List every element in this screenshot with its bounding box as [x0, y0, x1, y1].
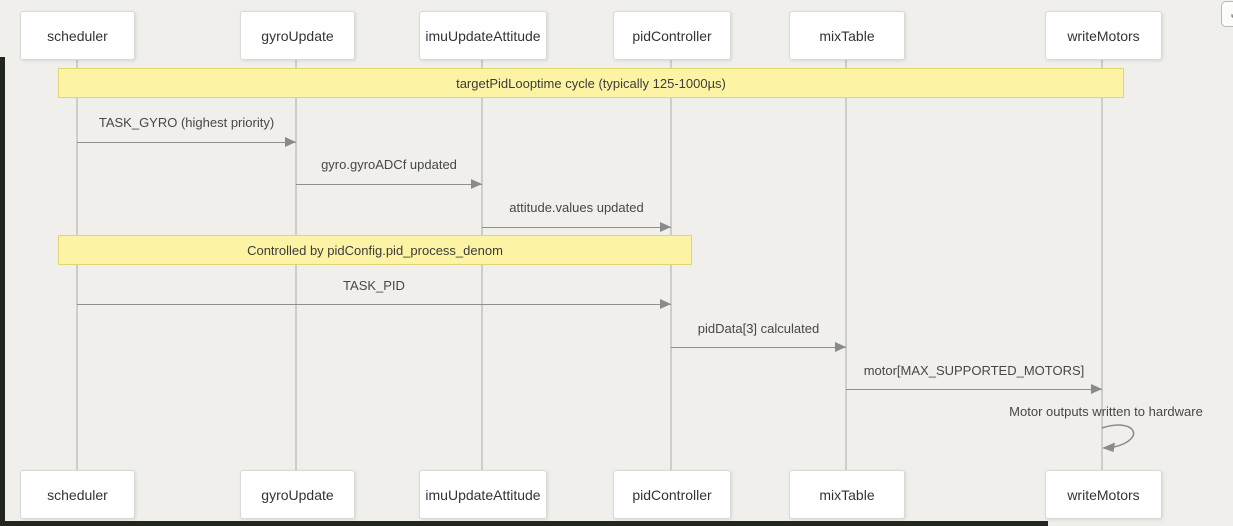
actor-imuupdateattitude-bottom: imuUpdateAttitude [419, 470, 547, 519]
arrowhead-icon [660, 222, 671, 232]
actor-mixtable-top: mixTable [789, 11, 905, 60]
actor-label: pidController [632, 486, 712, 503]
arrow-task-gyro [77, 137, 296, 147]
message-label-task-pid: TASK_PID [343, 278, 405, 293]
message-label-attitude-values: attitude.values updated [509, 200, 644, 215]
actor-label: imuUpdateAttitude [425, 27, 541, 44]
arrow-attitude-values [482, 222, 671, 232]
arrowhead-icon [1091, 384, 1102, 394]
lifeline-gyroupdate [295, 60, 297, 470]
expand-icon [1231, 14, 1233, 18]
actor-label: gyroUpdate [261, 486, 334, 503]
actor-label: writeMotors [1067, 486, 1140, 503]
actor-pidcontroller-bottom: pidController [613, 470, 731, 519]
message-label-piddata: pidData[3] calculated [697, 321, 820, 336]
lifeline-pidcontroller [670, 60, 672, 470]
note-pid-process-denom: Controlled by pidConfig.pid_process_deno… [58, 235, 692, 265]
actor-label: pidController [632, 27, 712, 44]
actor-label: writeMotors [1067, 27, 1140, 44]
lifeline-scheduler [76, 60, 78, 470]
arrowhead-icon [285, 137, 296, 147]
actor-label: scheduler [47, 486, 108, 503]
note-text: Controlled by pidConfig.pid_process_deno… [247, 242, 503, 258]
bottom-edge-bar [0, 521, 1048, 526]
actor-label: mixTable [819, 486, 875, 503]
actor-gyroupdate-bottom: gyroUpdate [240, 470, 355, 519]
actor-pidcontroller-top: pidController [613, 11, 731, 60]
lifeline-mixtable [845, 60, 847, 470]
arrowhead-icon [471, 179, 482, 189]
actor-label: imuUpdateAttitude [425, 486, 541, 503]
arrow-gyroadcf [296, 179, 482, 189]
expand-button[interactable] [1221, 1, 1233, 27]
note-looptime-cycle: targetPidLooptime cycle (typically 125-1… [58, 68, 1124, 98]
actor-writemotors-top: writeMotors [1045, 11, 1162, 60]
actor-label: scheduler [47, 27, 108, 44]
left-edge-bar [0, 57, 5, 526]
arrow-piddata [671, 342, 846, 352]
message-label-task-gyro: TASK_GYRO (highest priority) [98, 115, 275, 130]
message-label-gyroadcf: gyro.gyroADCf updated [321, 157, 457, 172]
arrowhead-icon [835, 342, 846, 352]
arrow-task-pid [77, 299, 671, 309]
arrowhead-icon [660, 299, 671, 309]
actor-scheduler-top: scheduler [20, 11, 135, 60]
actor-mixtable-bottom: mixTable [789, 470, 905, 519]
lifeline-imuupdateattitude [481, 60, 483, 470]
message-label-motor-array: motor[MAX_SUPPORTED_MOTORS] [863, 363, 1085, 378]
actor-label: gyroUpdate [261, 27, 334, 44]
note-text: targetPidLooptime cycle (typically 125-1… [456, 75, 726, 91]
message-label-motor-outputs: Motor outputs written to hardware [1009, 404, 1203, 419]
actor-gyroupdate-top: gyroUpdate [240, 11, 355, 60]
actor-scheduler-bottom: scheduler [20, 470, 135, 519]
actor-label: mixTable [819, 27, 875, 44]
arrow-motor-array [846, 384, 1102, 394]
actor-writemotors-bottom: writeMotors [1045, 470, 1162, 519]
actor-imuupdateattitude-top: imuUpdateAttitude [419, 11, 547, 60]
self-loop-arrow [1101, 424, 1135, 452]
lifeline-writemotors [1101, 60, 1103, 470]
